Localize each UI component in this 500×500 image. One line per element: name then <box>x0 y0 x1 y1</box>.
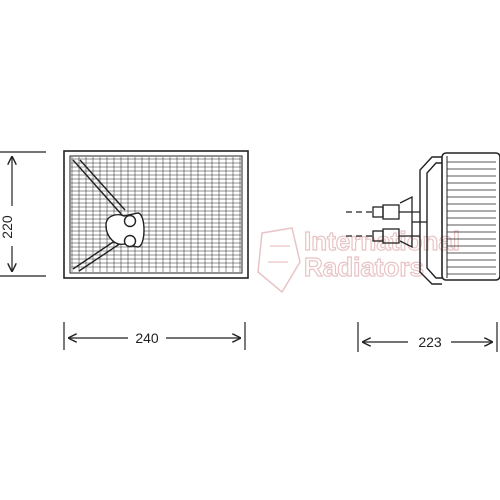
core-fins <box>71 157 241 272</box>
height-dimension: 220 <box>0 151 46 277</box>
connector-block <box>105 212 145 248</box>
inlet-port-icon <box>123 214 137 228</box>
width-label: 240 <box>135 330 159 346</box>
evaporator-side-view <box>346 152 500 285</box>
width-dimension: 240 <box>63 322 246 350</box>
depth-dimension: 223 <box>357 322 498 352</box>
evaporator-front-view <box>63 150 249 279</box>
lower-fitting <box>346 228 420 244</box>
height-label: 220 <box>0 215 15 239</box>
tube-left-upper <box>72 159 126 216</box>
upper-fitting <box>346 204 420 220</box>
depth-label: 223 <box>418 334 442 350</box>
outlet-port-icon <box>123 234 137 248</box>
watermark-line-2: Radiators <box>304 252 424 282</box>
watermark-logo-icon <box>257 227 301 294</box>
side-view-ribs <box>446 156 496 278</box>
